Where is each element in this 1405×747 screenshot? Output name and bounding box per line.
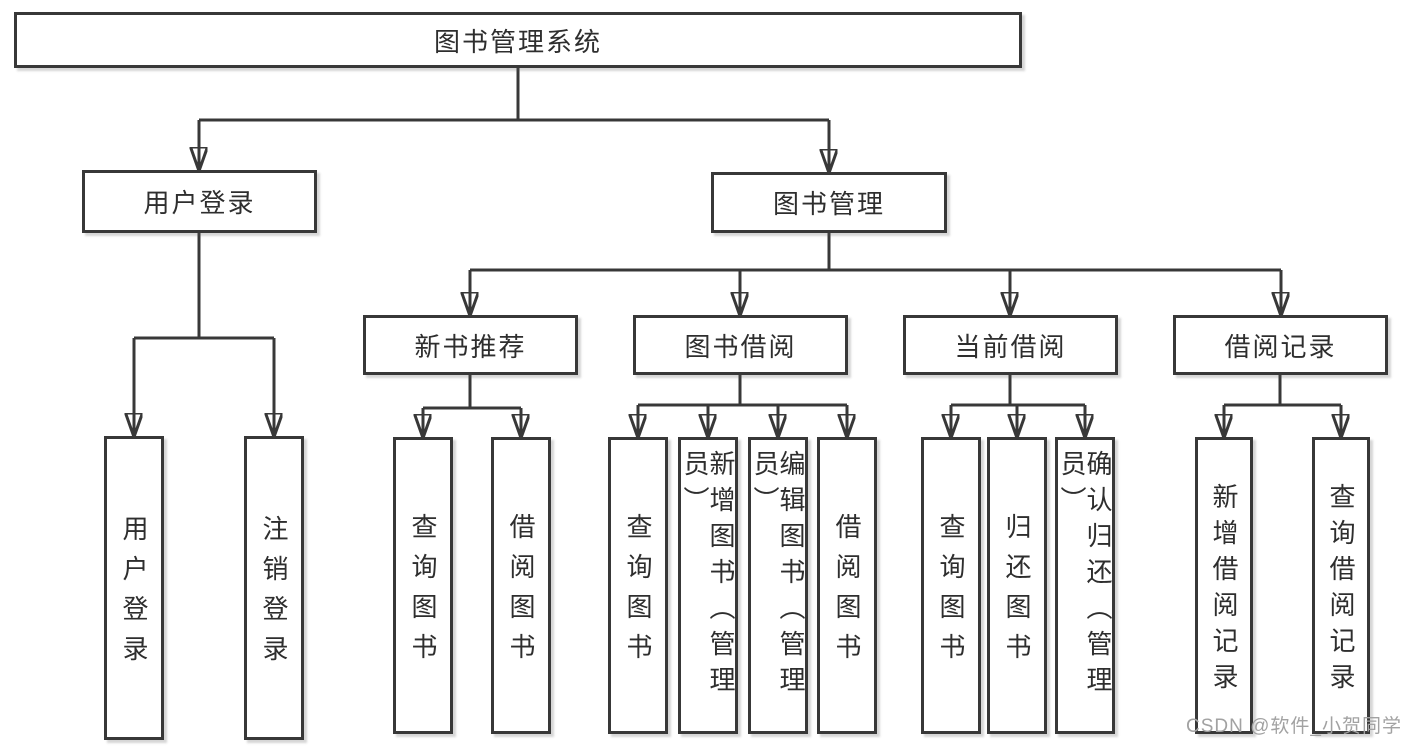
node-book-borrow-label: 图书借阅 [684,331,797,362]
leaf-return-book-label: 归还图书 [1002,512,1032,673]
node-new-book-recommend: 新书推荐 [363,315,578,375]
node-borrow-records-label: 借阅记录 [1224,331,1337,362]
leaf-borrow-book-2-label: 借阅图书 [832,512,862,673]
node-book-management: 图书管理 [711,172,947,233]
edge-user-login-children [134,233,274,436]
leaf-edit-book-admin-label: 编辑图书（管理员） [750,450,806,702]
node-root: 图书管理系统 [14,12,1022,68]
leaf-query-book-1: 查询图书 [393,437,453,734]
leaf-borrow-book-2: 借阅图书 [817,437,877,734]
node-user-login-label: 用户登录 [143,188,256,218]
node-current-borrow-label: 当前借阅 [954,331,1067,362]
leaf-confirm-return-admin-label: 确认归还（管理员） [1057,450,1113,702]
edge-root-to-level1 [199,68,829,172]
leaf-user-login: 用户登录 [104,436,164,740]
watermark-text: CSDN @软件_小贺同学 [1186,716,1402,737]
leaf-borrow-book-1-label: 借阅图书 [506,512,536,673]
leaf-add-borrow-record: 新增借阅记录 [1195,437,1253,734]
leaf-query-book-2: 查询图书 [608,437,668,734]
leaf-query-borrow-record: 查询借阅记录 [1312,437,1370,734]
edge-borrow-records-children [1224,375,1341,437]
leaf-user-login-label: 用户登录 [119,515,149,675]
node-book-borrow: 图书借阅 [633,315,848,375]
leaf-query-borrow-record-label: 查询借阅记录 [1326,482,1356,699]
edge-book-management-children [470,233,1281,315]
leaf-query-book-2-label: 查询图书 [623,512,653,673]
leaf-confirm-return-admin: 确认归还（管理员） [1055,437,1115,734]
edge-book-borrow-children [638,375,847,437]
node-new-book-recommend-label: 新书推荐 [414,331,527,362]
node-current-borrow: 当前借阅 [903,315,1118,375]
edge-current-borrow-children [951,375,1085,437]
leaf-query-book-1-label: 查询图书 [408,512,438,673]
node-root-label: 图书管理系统 [433,26,602,57]
leaf-add-book-admin-label: 新增图书（管理员） [680,450,736,702]
node-book-management-label: 图书管理 [772,189,885,219]
leaf-return-book: 归还图书 [987,437,1047,734]
leaf-query-book-3-label: 查询图书 [936,512,966,673]
node-borrow-records: 借阅记录 [1173,315,1388,375]
leaf-query-book-3: 查询图书 [921,437,981,734]
edge-new-book-children [423,375,521,437]
leaf-add-book-admin: 新增图书（管理员） [678,437,738,734]
leaf-add-borrow-record-label: 新增借阅记录 [1209,482,1239,699]
leaf-logout-label: 注销登录 [259,515,289,675]
leaf-edit-book-admin: 编辑图书（管理员） [748,437,808,734]
node-user-login: 用户登录 [82,170,317,233]
leaf-logout: 注销登录 [244,436,304,740]
leaf-borrow-book-1: 借阅图书 [491,437,551,734]
